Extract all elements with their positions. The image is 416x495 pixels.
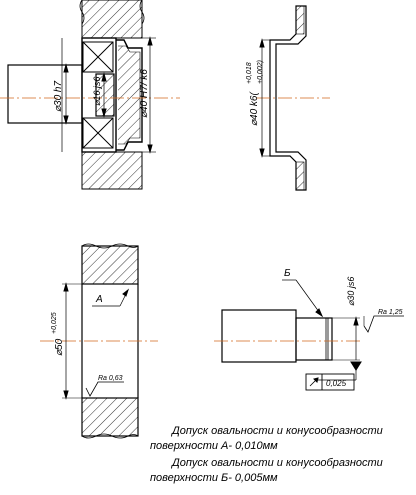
note-a-line1: Допуск овальности и конусообразности [172,425,383,437]
runout-value: 0,025 [326,379,347,388]
note-b-line2: поверхности Б- 0,005мм [150,472,278,484]
datum-triangle [350,361,362,371]
shaft [7,64,83,124]
cover-profile [116,39,143,151]
note-surface-b: Допуск овальности и конусообразности пов… [150,456,383,486]
label-a: А [95,294,103,305]
housing-bore-dim: ⌀50 [54,338,65,356]
housing-view [40,243,158,439]
shaft-journal [295,317,333,361]
bearing-assembly-view [0,0,180,190]
housing-wall-bottom [81,151,143,190]
housing-wall-top [81,0,143,39]
cup-view [256,5,330,191]
bearing-shaft-dim: ⌀30 h7 [53,81,64,112]
housing-roughness: Ra 0,63 [98,375,123,382]
shaft-body [221,309,297,363]
note-b-line1: Допуск овальности и конусообразности [172,457,383,469]
bearing-housing-dim: ⌀40 H7/ k6 [139,69,150,118]
cup-dim-tol2: +0,002) [257,60,264,84]
note-surface-a: Допуск овальности и конусообразности пов… [150,424,383,454]
shaft-roughness: Ra 1,25 [378,309,403,316]
housing-bore-tol: +0,025 [51,312,58,334]
housing-bottom [81,397,139,437]
cup-outline [269,5,307,191]
housing-top [81,245,139,285]
note-a-line2: поверхности А- 0,010мм [150,440,278,452]
shaft-dim: ⌀30 js6 [346,277,356,306]
cup-dim: ⌀40 k6( [249,91,260,126]
shaft-view [214,279,404,391]
runout-frame [305,373,355,391]
cup-dim-tol: +0,018 [246,62,253,84]
bearing-bore-dim: ⌀16 js6 [92,77,102,106]
label-b: Б [284,268,291,279]
